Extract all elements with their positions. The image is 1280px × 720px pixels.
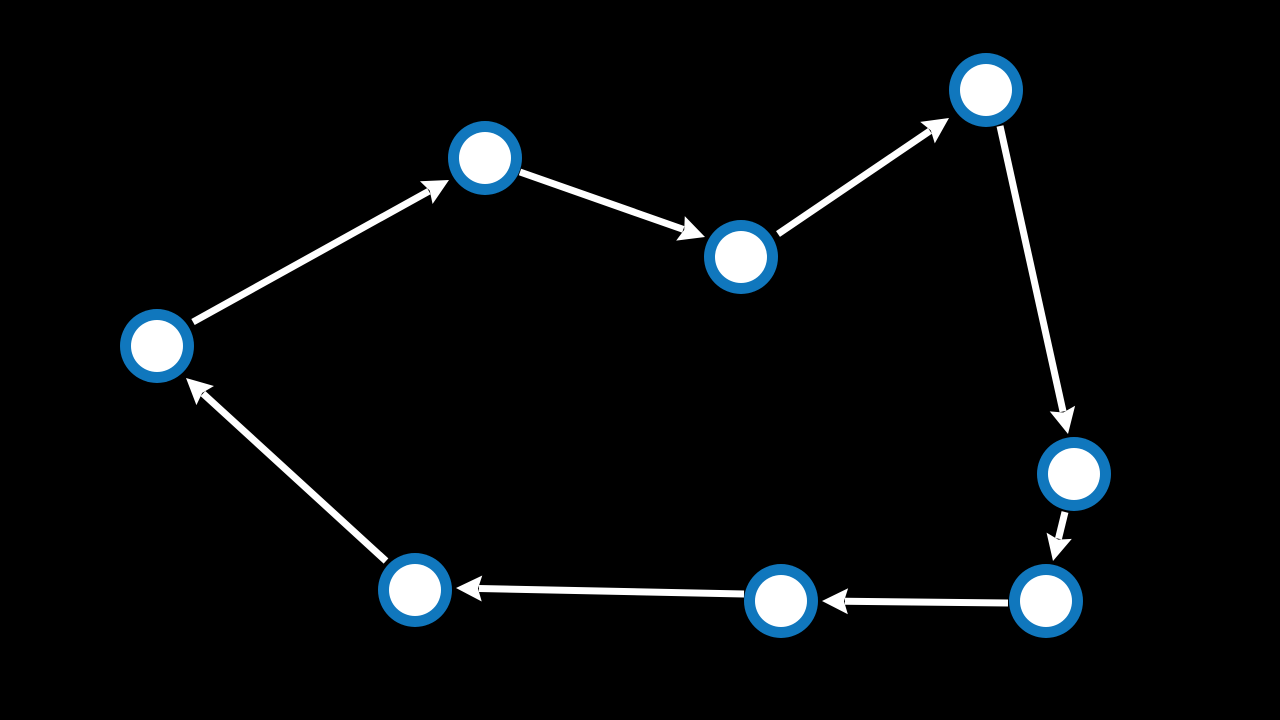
graph-edge[interactable] xyxy=(776,118,949,237)
node-core xyxy=(960,64,1012,116)
edge-arrowhead-icon xyxy=(676,216,705,241)
graph-edge[interactable] xyxy=(518,168,705,241)
graph-node[interactable] xyxy=(378,553,452,627)
edge-arrowhead-icon xyxy=(920,118,949,144)
edge-arrowhead-icon xyxy=(456,575,483,602)
graph-node[interactable] xyxy=(744,564,818,638)
edge-line xyxy=(844,597,1009,607)
graph-node[interactable] xyxy=(1037,437,1111,511)
node-core xyxy=(1048,448,1100,500)
graph-edge[interactable] xyxy=(456,575,745,602)
edge-line xyxy=(191,188,431,326)
edge-arrowhead-icon xyxy=(1049,405,1076,434)
edge-layer xyxy=(186,118,1076,615)
graph-node[interactable] xyxy=(120,309,194,383)
edge-arrowhead-icon xyxy=(1046,532,1072,561)
edge-line xyxy=(518,168,685,233)
node-layer xyxy=(120,53,1111,638)
edge-arrowhead-icon xyxy=(822,588,849,615)
edge-line xyxy=(1055,511,1069,540)
edge-line xyxy=(776,128,932,237)
edge-line xyxy=(200,390,389,564)
graph-edge[interactable] xyxy=(996,125,1076,434)
node-core xyxy=(131,320,183,372)
node-core xyxy=(389,564,441,616)
node-core xyxy=(715,231,767,283)
node-core xyxy=(1020,575,1072,627)
graph-node[interactable] xyxy=(448,121,522,195)
edge-arrowhead-icon xyxy=(419,180,449,204)
graph-node[interactable] xyxy=(1009,564,1083,638)
node-core xyxy=(459,132,511,184)
edge-arrowhead-icon xyxy=(186,378,214,406)
graph-edge[interactable] xyxy=(186,378,389,564)
graph-edge[interactable] xyxy=(822,588,1009,615)
edge-line xyxy=(996,125,1067,413)
graph-node[interactable] xyxy=(949,53,1023,127)
graph-node[interactable] xyxy=(704,220,778,294)
graph-edge[interactable] xyxy=(1046,511,1072,561)
graph-edge[interactable] xyxy=(191,180,449,326)
edge-line xyxy=(478,584,745,598)
node-core xyxy=(755,575,807,627)
